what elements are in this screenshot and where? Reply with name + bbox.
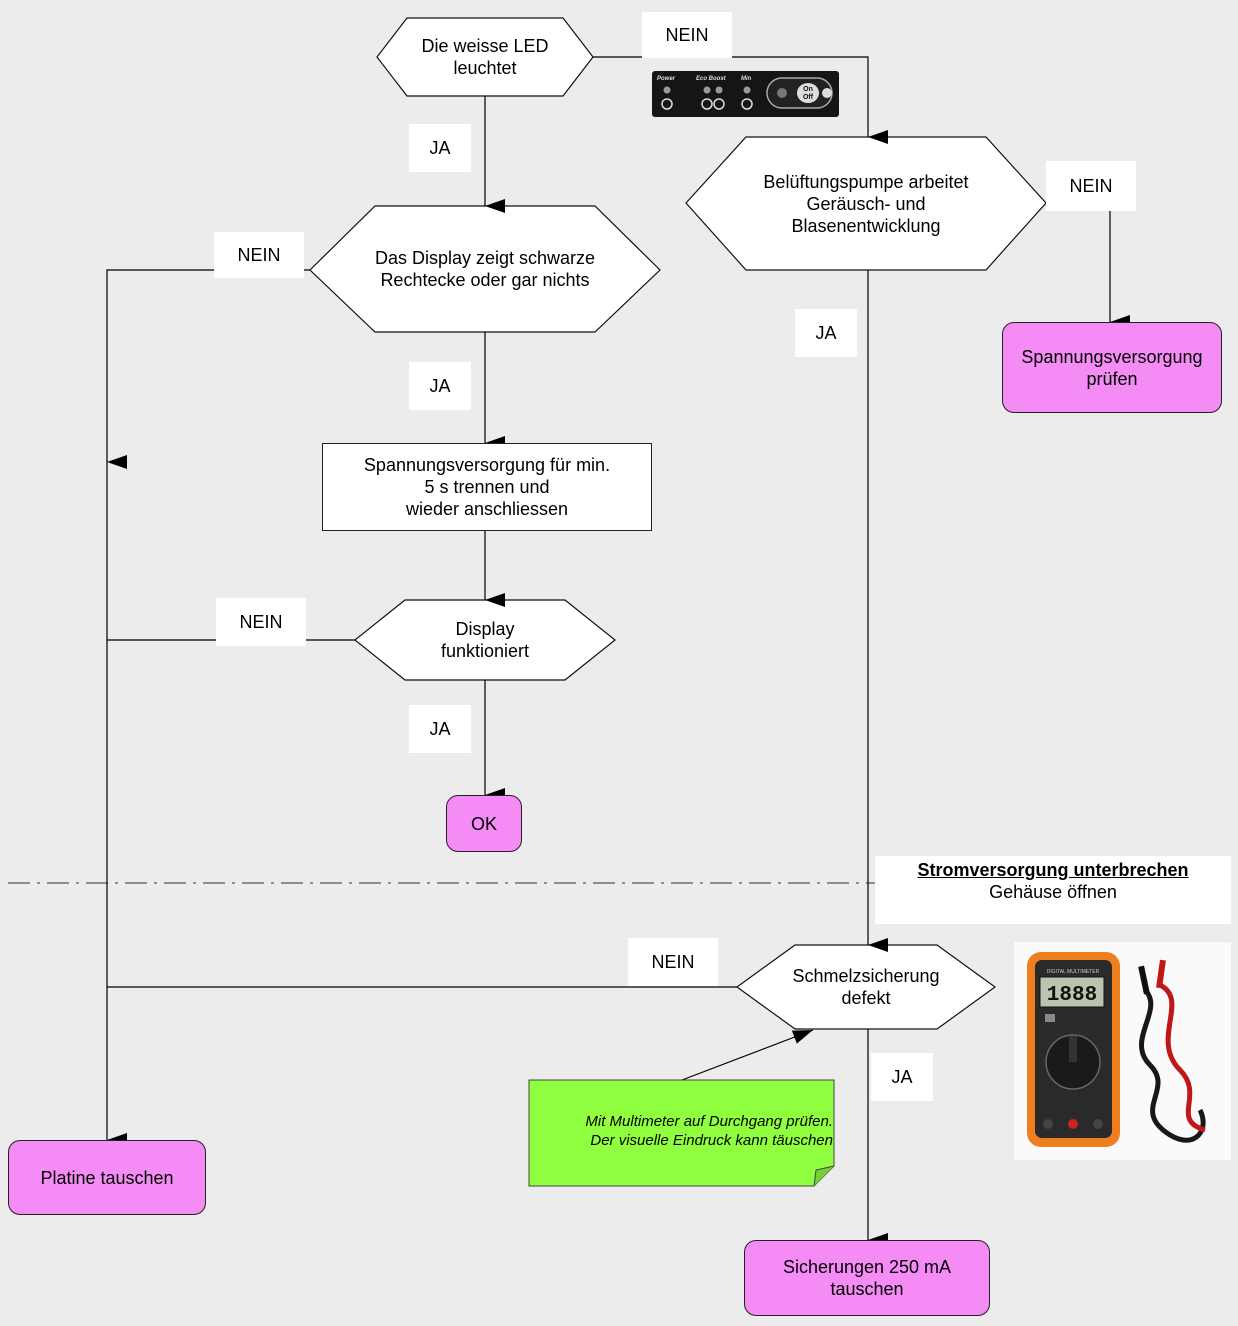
terminal-check-supply: Spannungsversorgung prüfen bbox=[1002, 322, 1222, 413]
decision-fuse-shape bbox=[735, 944, 997, 1030]
multimeter-image: DIGITAL MULTIMETER 1888 bbox=[1014, 942, 1231, 1160]
svg-text:1888: 1888 bbox=[1047, 984, 1097, 1007]
answer-no-led: NEIN bbox=[642, 12, 732, 58]
decision-pump: Belüftungspumpe arbeitet Geräusch- und B… bbox=[763, 171, 969, 236]
svg-text:DIGITAL MULTIMETER: DIGITAL MULTIMETER bbox=[1047, 969, 1100, 975]
svg-text:Off: Off bbox=[803, 94, 814, 101]
answer-yes-display-dark: JA bbox=[409, 362, 471, 410]
answer-yes-led: JA bbox=[409, 124, 471, 172]
answer-no-pump: NEIN bbox=[1046, 161, 1136, 211]
svg-text:Min: Min bbox=[741, 76, 752, 82]
note-card bbox=[528, 1079, 835, 1187]
answer-yes-pump: JA bbox=[795, 309, 857, 357]
separator-instruction: Gehäuse öffnen bbox=[989, 882, 1117, 902]
decision-display-works-shape bbox=[354, 599, 616, 681]
separator-warning: Stromversorgung unterbrechen bbox=[917, 860, 1189, 880]
note-text: Mit Multimeter auf Durchgang prüfen. Der… bbox=[585, 1113, 833, 1149]
terminal-replace-board: Platine tauschen bbox=[8, 1140, 206, 1215]
terminal-ok: OK bbox=[446, 795, 522, 852]
decision-display-works: Display funktioniert bbox=[440, 619, 530, 661]
svg-text:Power: Power bbox=[657, 76, 676, 82]
decision-led: Die weisse LED leuchtet bbox=[421, 36, 549, 78]
separator-caption: Stromversorgung unterbrechen Gehäuse öff… bbox=[875, 856, 1231, 924]
answer-no-display-dark: NEIN bbox=[214, 232, 304, 278]
svg-text:Eco Boost: Eco Boost bbox=[696, 76, 727, 82]
answer-yes-display-works: JA bbox=[409, 705, 471, 753]
svg-text:On: On bbox=[803, 86, 813, 93]
decision-fuse: Schmelzsicherung defekt bbox=[792, 966, 940, 1008]
action-reconnect: Spannungsversorgung für min. 5 s trennen… bbox=[322, 443, 652, 531]
terminal-replace-fuses: Sicherungen 250 mA tauschen bbox=[744, 1240, 990, 1316]
decision-display-dark: Das Display zeigt schwarze Rechtecke ode… bbox=[374, 248, 596, 290]
answer-yes-fuse: JA bbox=[871, 1053, 933, 1101]
control-panel-image: Power Eco Boost Min On Off bbox=[652, 71, 839, 117]
answer-no-display-works: NEIN bbox=[216, 598, 306, 646]
answer-no-fuse: NEIN bbox=[628, 938, 718, 986]
decision-display-dark-shape bbox=[309, 205, 661, 333]
